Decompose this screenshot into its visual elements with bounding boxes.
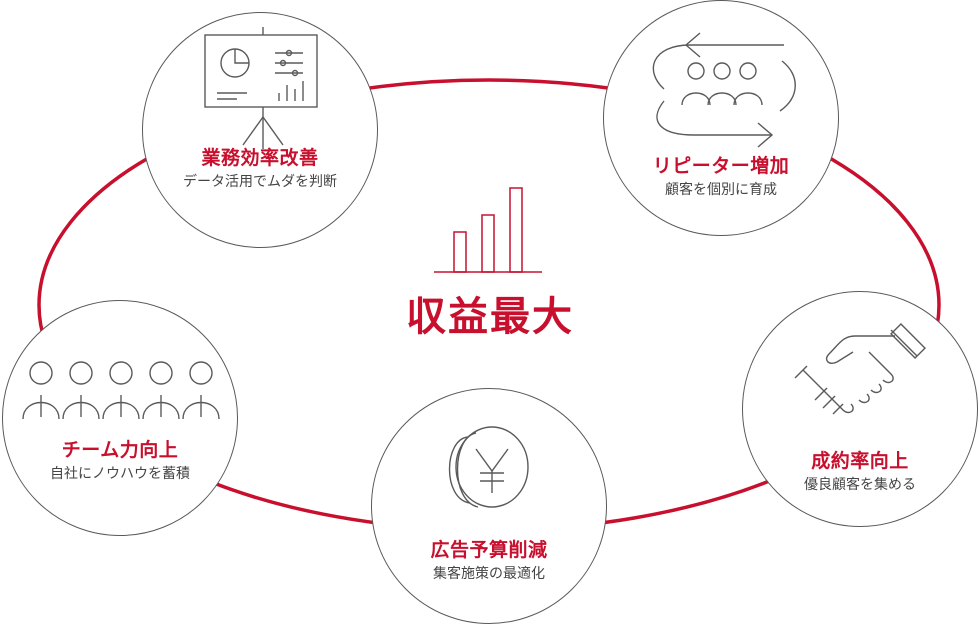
center-label: 収益最大 bbox=[406, 294, 574, 340]
node-subtitle: 自社にノウハウを蓄積 bbox=[50, 466, 190, 482]
node-repeat-customers: リピーター増加 顧客を個別に育成 bbox=[603, 0, 839, 236]
team-members-icon bbox=[22, 361, 220, 420]
repeat-customers-icon bbox=[652, 32, 796, 148]
presentation-board-icon bbox=[204, 27, 318, 149]
yen-coin-icon bbox=[448, 426, 529, 508]
node-title: 成約率向上 bbox=[811, 450, 909, 472]
bar-chart-icon bbox=[434, 187, 542, 273]
node-ad-budget: 広告予算削減 集客施策の最適化 bbox=[371, 388, 607, 624]
node-subtitle: 優良顧客を集める bbox=[804, 477, 916, 493]
node-title: 業務効率改善 bbox=[201, 147, 319, 169]
node-subtitle: 顧客を個別に育成 bbox=[665, 182, 777, 198]
node-subtitle: データ活用でムダを判断 bbox=[183, 174, 337, 190]
node-title: リピーター増加 bbox=[652, 155, 790, 177]
node-business-efficiency: 業務効率改善 データ活用でムダを判断 bbox=[142, 12, 378, 248]
node-subtitle: 集客施策の最適化 bbox=[433, 566, 545, 582]
node-team-strength: チーム力向上 自社にノウハウを蓄積 bbox=[2, 300, 238, 536]
node-conversion-rate: 成約率向上 優良顧客を集める bbox=[742, 291, 978, 527]
node-title: 広告予算削減 bbox=[430, 539, 548, 561]
handshake-icon bbox=[794, 323, 926, 415]
node-title: チーム力向上 bbox=[61, 439, 179, 461]
